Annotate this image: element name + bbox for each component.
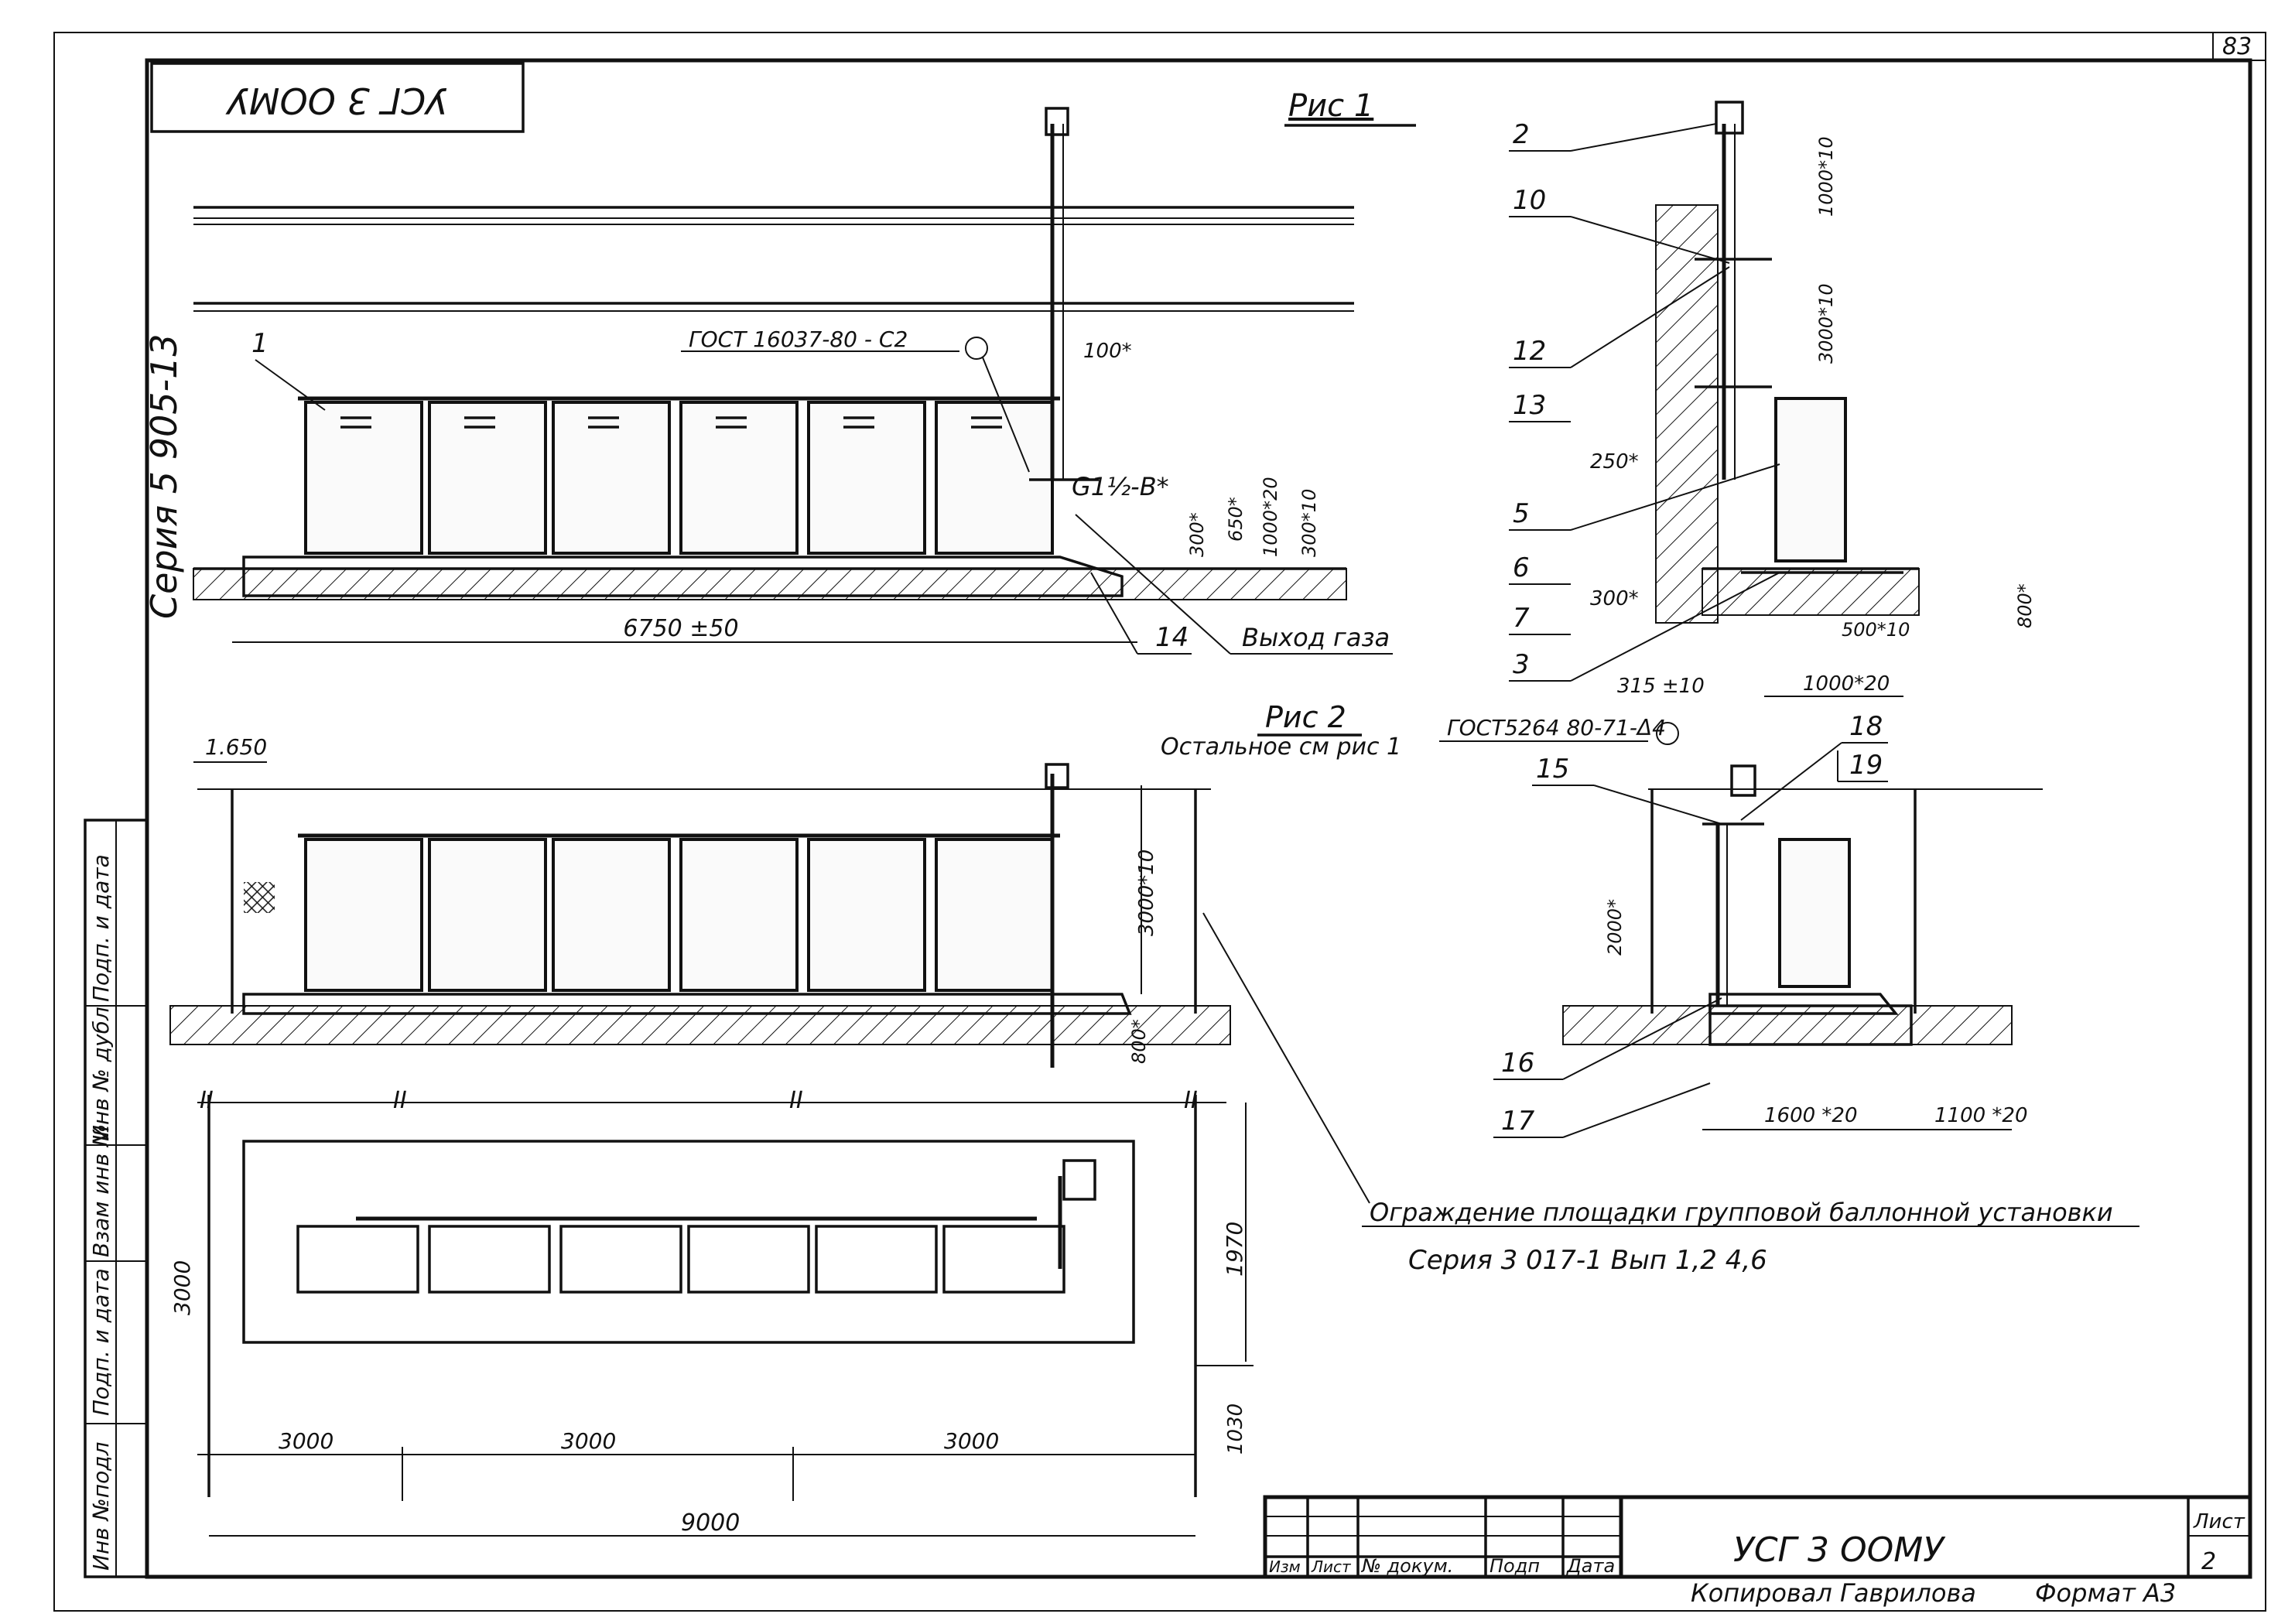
section-pos13: 13 <box>1513 390 1546 421</box>
side-stamp-2: Подп. и дата <box>88 1268 114 1416</box>
tb-sheet-label: Лист <box>2193 1510 2245 1533</box>
plan-axis-4: II <box>1184 1087 1198 1114</box>
tb-header-doc: № докум. <box>1360 1555 1453 1577</box>
side2-pos18: 18 <box>1849 711 1883 742</box>
plan-dim-total: 9000 <box>681 1509 740 1537</box>
section-dim-mid: 3000*10 <box>1815 283 1837 364</box>
title-block: Изм Лист № докум. Подп Дата УСГ 3 ООМУ Л… <box>1263 1495 2252 1579</box>
tb-header-izm: Изм <box>1269 1557 1301 1576</box>
fig1-cabinets <box>298 396 1060 555</box>
series-side-text: Серия 5 905-13 <box>143 333 185 619</box>
section-dim-300: 300* <box>1590 587 1639 610</box>
top-stamp: УСГ 3 ООМУ <box>150 62 525 133</box>
plan-view: II II II II 3000 1970 1030 3000 3000 300… <box>169 1087 1254 1537</box>
fig2-dim-height: 3000*10 <box>1135 850 1158 936</box>
side-stamp-3: Взам инв № <box>88 1124 114 1257</box>
page-number: 83 <box>2222 33 2252 60</box>
fig2-title: Рис 2 <box>1265 700 1346 734</box>
side-stamp: Инв №подл Подп. и дата Взам инв № Инв № … <box>84 819 149 1578</box>
section-pos2: 2 <box>1513 119 1530 150</box>
section-dim-500: 500*10 <box>1842 619 1910 641</box>
fig1-dim-300a: 300* <box>1186 512 1208 557</box>
side2-pos16: 16 <box>1501 1048 1534 1079</box>
sheet-frame <box>53 32 2266 1612</box>
plan-axis-2: II <box>393 1087 407 1114</box>
fig1-gost-label: ГОСТ 16037-80 - С2 <box>689 327 908 352</box>
fig1-dim-300b: 300*10 <box>1298 489 1320 557</box>
section-view: 2 10 12 13 5 6 7 3 1000*10 3000*10 250* … <box>1509 101 2036 698</box>
side2-pos19: 19 <box>1849 750 1883 781</box>
side-stamp-4: Инв № дубл <box>88 1007 114 1141</box>
footer-format: Формат А3 <box>2035 1578 2176 1608</box>
fig1-pos1: 1 <box>251 328 268 359</box>
fence-note: Ограждение площадки групповой баллонной … <box>1370 1198 2113 1227</box>
fig1-thread-label: G1½-В* <box>1072 472 1169 501</box>
section-dim-top: 1000*10 <box>1815 136 1837 217</box>
figure-2: Рис 2 Остальное см рис 1 1.650 3000*10 8… <box>169 700 1401 1068</box>
plan-dim-height: 3000 <box>169 1260 195 1315</box>
section-pos3: 3 <box>1513 649 1530 680</box>
footer-copied: Копировал Гаврилова <box>1691 1578 1976 1608</box>
plan-axis-3: II <box>789 1087 803 1114</box>
section-pos12: 12 <box>1513 336 1546 367</box>
plan-dim-seg3: 3000 <box>944 1428 999 1454</box>
fig1-dim-100: 100* <box>1083 340 1132 363</box>
fence-series: Серия 3 017-1 Вып 1,2 4,6 <box>1408 1245 1767 1276</box>
fig1-pos14: 14 <box>1155 622 1189 653</box>
plan-dim-seg2: 3000 <box>561 1428 616 1454</box>
plan-dim-small: 1030 <box>1224 1403 1247 1455</box>
side2-gost: ГОСТ5264 80-71-Δ4 <box>1447 715 1666 740</box>
side2-dim-1600: 1600 *20 <box>1764 1104 1858 1127</box>
section-dim-315: 315 ±10 <box>1617 675 1705 698</box>
tb-header-list: Лист <box>1311 1557 1352 1576</box>
section-pos10: 10 <box>1513 185 1546 216</box>
section-pos5: 5 <box>1513 498 1530 529</box>
fig1-title: Рис 1 <box>1288 88 1373 124</box>
fig2-cabinets <box>298 833 1060 992</box>
tb-header-podp: Подп <box>1490 1555 1540 1577</box>
top-stamp-text: УСГ 3 ООМУ <box>225 80 447 121</box>
tb-sheet-number: 2 <box>2201 1548 2216 1575</box>
side-stamp-5: Подп. и дата <box>88 854 114 1002</box>
fig1-dim-650: 650* <box>1225 497 1247 542</box>
side2-pos17: 17 <box>1501 1106 1535 1137</box>
fig1-dim-1000: 1000*20 <box>1260 477 1281 557</box>
side-view-2: ГОСТ5264 80-71-Δ4 15 18 19 2000* 16 17 1… <box>1439 711 2043 1138</box>
side2-dim-2000: 2000* <box>1604 899 1626 956</box>
side-stamp-1: Инв №подл <box>88 1441 114 1571</box>
fig1-gas-exit: Выход газа <box>1242 623 1390 652</box>
fig1-dim-length: 6750 ±50 <box>623 615 738 642</box>
section-pos6: 6 <box>1513 552 1530 583</box>
plan-dim-right: 1970 <box>1222 1222 1247 1277</box>
section-dim-1000: 1000*20 <box>1803 672 1890 696</box>
side2-dim-1100: 1100 *20 <box>1934 1104 2028 1127</box>
section-dim-250: 250* <box>1590 450 1639 474</box>
figure-1: Рис 1 <box>193 88 1416 655</box>
tb-designation: УСГ 3 ООМУ <box>1733 1530 1946 1570</box>
section-dim-800: 800* <box>2014 583 2036 628</box>
fig2-note: Остальное см рис 1 <box>1161 733 1401 761</box>
section-pos7: 7 <box>1513 603 1530 634</box>
side2-pos15: 15 <box>1536 754 1569 785</box>
plan-axis-1: II <box>200 1087 214 1114</box>
fig2-level: 1.650 <box>205 734 267 760</box>
tb-header-data: Дата <box>1566 1555 1615 1577</box>
plan-dim-seg1: 3000 <box>279 1428 333 1454</box>
fig2-dim-depth: 800* <box>1128 1019 1150 1064</box>
